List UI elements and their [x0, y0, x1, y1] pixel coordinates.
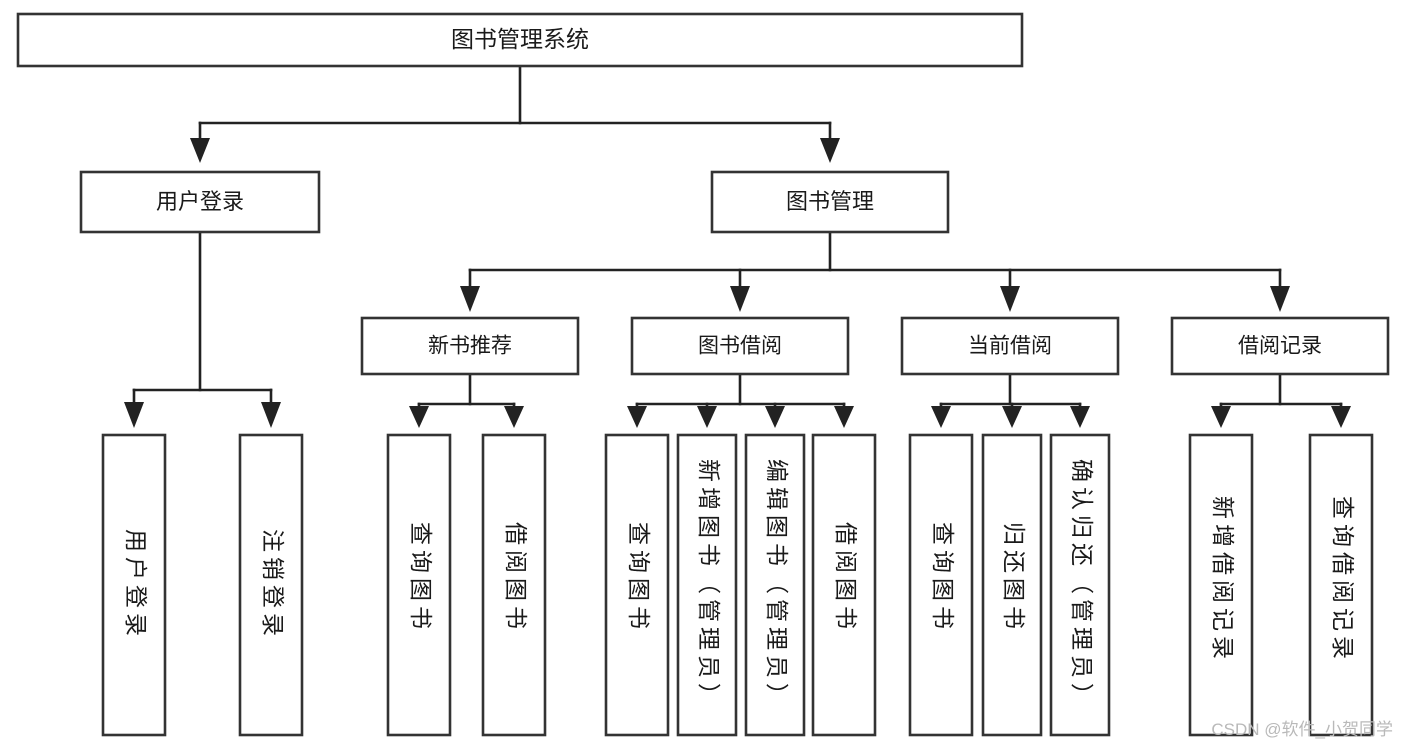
root-box[interactable]: [16, 12, 1024, 68]
leaf-bb-borrow-book-box[interactable]: [811, 433, 877, 737]
connectors-borrow-record-to-leaves: [1211, 372, 1351, 428]
borrow-record-label: 借阅记录: [1238, 335, 1322, 358]
leaf-cb-query-book-box[interactable]: [908, 433, 974, 737]
leaf-bb-edit-book-box[interactable]: [744, 433, 806, 737]
connectors-root-to-level1: [190, 64, 840, 163]
leaf-cb-query-book[interactable]: 查询图书: [908, 433, 974, 737]
connectors-current-borrow-to-leaves: [931, 372, 1090, 428]
new-book-rec-label: 新书推荐: [428, 335, 512, 358]
leaf-br-add-record[interactable]: 新增借阅记录: [1188, 433, 1254, 737]
node-user-login[interactable]: 用户登录: [79, 170, 321, 234]
arrow-to-current-borrow: [1000, 286, 1020, 312]
arrow-bb-borrow-book: [834, 406, 854, 428]
leaf-br-query-record-label: 查询借阅记录: [1330, 496, 1356, 664]
leaf-nb-query-book[interactable]: 查询图书: [386, 433, 452, 737]
leaf-bb-edit-book[interactable]: 编辑图书（管理员）: [744, 433, 806, 737]
leaf-nb-borrow-book-label: 借阅图书: [503, 522, 529, 634]
leaf-bb-query-book-box[interactable]: [604, 433, 670, 737]
arrow-bb-edit-book: [765, 406, 785, 428]
arrow-br-query-record: [1331, 406, 1351, 428]
node-current-borrow[interactable]: 当前借阅: [900, 316, 1120, 376]
leaf-nb-query-book-box[interactable]: [386, 433, 452, 737]
leaf-bb-query-book-label: 查询图书: [626, 522, 652, 634]
current-borrow-box[interactable]: [900, 316, 1120, 376]
leaf-user-login-label: 用户登录: [123, 529, 149, 641]
arrow-nb-borrow-book: [504, 406, 524, 428]
leaf-br-query-record-box[interactable]: [1308, 433, 1374, 737]
connectors-new-book-rec-to-leaves: [409, 372, 524, 428]
leaf-user-logout[interactable]: 注销登录: [238, 433, 304, 737]
book-manage-box[interactable]: [710, 170, 950, 234]
arrow-bb-query-book: [627, 406, 647, 428]
arrow-to-user-login: [190, 138, 210, 163]
book-borrow-label: 图书借阅: [698, 335, 782, 358]
leaf-cb-return-book-label: 归还图书: [1001, 522, 1027, 634]
node-book-borrow[interactable]: 图书借阅: [630, 316, 850, 376]
leaf-nb-borrow-book-box[interactable]: [481, 433, 547, 737]
leaf-user-logout-label: 注销登录: [260, 529, 286, 641]
node-new-book-rec[interactable]: 新书推荐: [360, 316, 580, 376]
connectors-book-borrow-to-leaves: [627, 372, 854, 428]
connectors-book-manage-to-level2: [460, 230, 1290, 312]
leaf-nb-borrow-book[interactable]: 借阅图书: [481, 433, 547, 737]
leaf-bb-add-book[interactable]: 新增图书（管理员）: [676, 433, 738, 737]
arrow-br-add-record: [1211, 406, 1231, 428]
book-borrow-box[interactable]: [630, 316, 850, 376]
leaf-user-logout-box[interactable]: [238, 433, 304, 737]
arrow-to-book-borrow: [730, 286, 750, 312]
leaf-cb-confirm-return-box[interactable]: [1049, 433, 1111, 737]
leaf-bb-borrow-book[interactable]: 借阅图书: [811, 433, 877, 737]
borrow-record-box[interactable]: [1170, 316, 1390, 376]
arrow-nb-query-book: [409, 406, 429, 428]
leaf-bb-query-book[interactable]: 查询图书: [604, 433, 670, 737]
leaf-user-login[interactable]: 用户登录: [101, 433, 167, 737]
root-label: 图书管理系统: [451, 26, 589, 52]
arrow-leaf-user-login: [124, 402, 144, 428]
user-login-label: 用户登录: [156, 189, 244, 214]
arrow-to-new-book-rec: [460, 286, 480, 312]
leaf-bb-add-book-box[interactable]: [676, 433, 738, 737]
arrow-leaf-user-logout: [261, 402, 281, 428]
arrow-bb-add-book: [697, 406, 717, 428]
leaf-cb-return-book[interactable]: 归还图书: [981, 433, 1043, 737]
leaf-cb-query-book-label: 查询图书: [930, 522, 956, 634]
node-root[interactable]: 图书管理系统: [16, 12, 1024, 68]
leaf-bb-borrow-book-label: 借阅图书: [833, 522, 859, 634]
arrow-cb-return-book: [1002, 406, 1022, 428]
leaf-user-login-box[interactable]: [101, 433, 167, 737]
book-manage-label: 图书管理: [786, 189, 874, 214]
csdn-watermark: CSDN @软件_小贺同学: [1211, 720, 1393, 739]
leaf-br-query-record[interactable]: 查询借阅记录: [1308, 433, 1374, 737]
node-borrow-record[interactable]: 借阅记录: [1170, 316, 1390, 376]
connectors-user-login-to-leaves: [124, 230, 281, 428]
leaf-bb-add-book-label: 新增图书（管理员）: [696, 459, 722, 711]
user-login-box[interactable]: [79, 170, 321, 234]
leaf-br-add-record-box[interactable]: [1188, 433, 1254, 737]
arrow-to-borrow-record: [1270, 286, 1290, 312]
new-book-rec-box[interactable]: [360, 316, 580, 376]
arrow-to-book-manage: [820, 138, 840, 163]
node-book-manage[interactable]: 图书管理: [710, 170, 950, 234]
leaf-cb-return-book-box[interactable]: [981, 433, 1043, 737]
leaf-cb-confirm-return-label: 确认归还（管理员）: [1069, 459, 1095, 711]
arrow-cb-confirm-return: [1070, 406, 1090, 428]
leaf-br-add-record-label: 新增借阅记录: [1210, 496, 1236, 664]
leaf-cb-confirm-return[interactable]: 确认归还（管理员）: [1049, 433, 1111, 737]
leaf-nb-query-book-label: 查询图书: [408, 522, 434, 634]
current-borrow-label: 当前借阅: [968, 335, 1052, 358]
leaf-bb-edit-book-label: 编辑图书（管理员）: [764, 459, 790, 711]
arrow-cb-query-book: [931, 406, 951, 428]
